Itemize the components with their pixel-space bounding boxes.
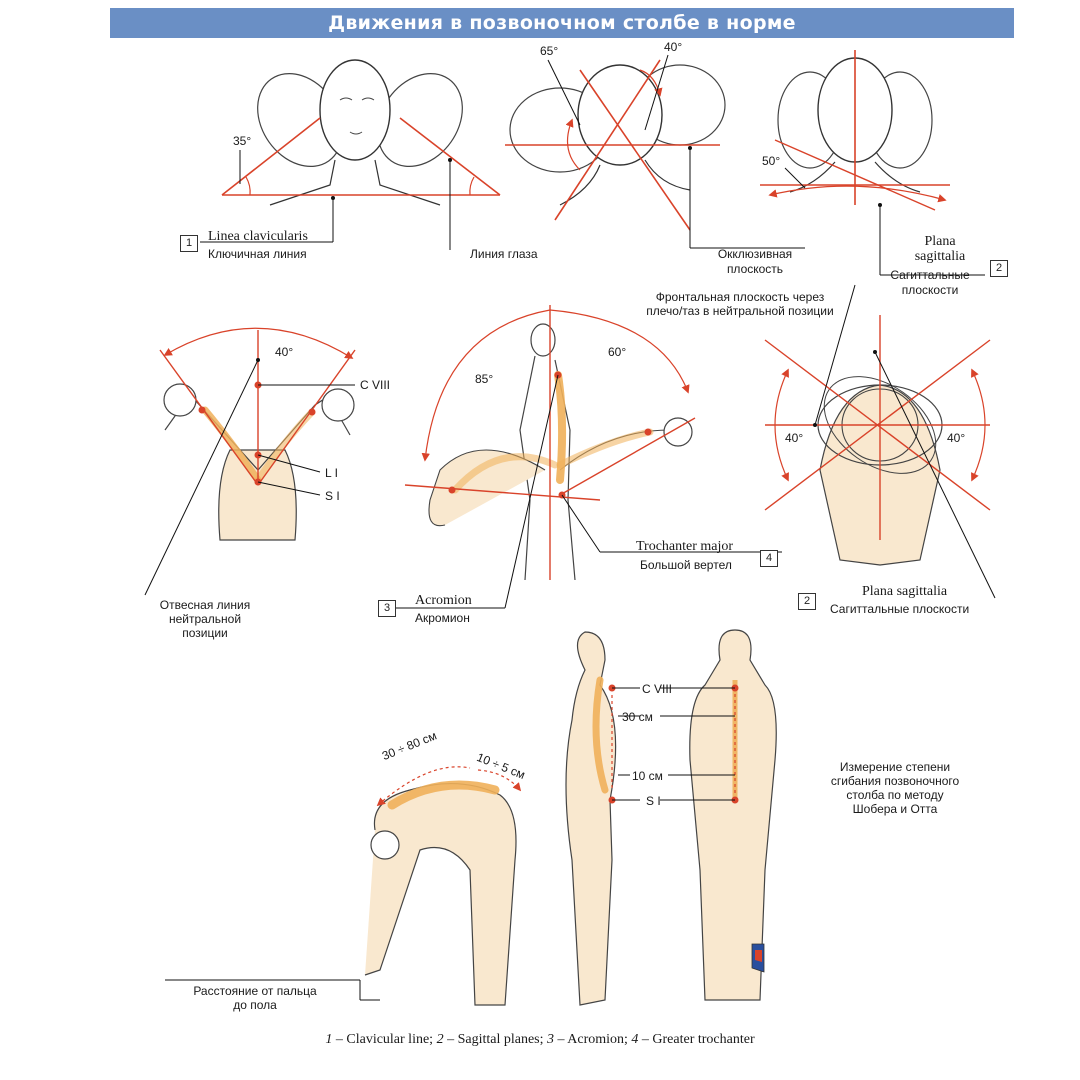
schober-s1-label: S I: [646, 794, 661, 808]
sagittal-planes-line2: плоскости: [901, 283, 959, 297]
sagittalia-label: sagittalia: [914, 249, 966, 264]
panel1-lines: [200, 117, 501, 250]
head-rotation-figure: [777, 57, 933, 193]
caption-text-3: – Acromion;: [554, 1032, 632, 1047]
caption-text-1: – Clavicular line;: [332, 1032, 437, 1047]
panel3-lines: [760, 50, 985, 276]
frontal-plane-line2: плечо/таз в нейтральной позиции: [646, 304, 834, 318]
p5-box-4: 4: [760, 550, 778, 567]
acromion-latin-label: Acromion: [415, 593, 472, 608]
acromion-label: Акромион: [415, 611, 470, 625]
p2-angle-flex: 65°: [540, 44, 559, 58]
occlusal-plane-line2: плоскость: [726, 262, 784, 276]
p4-angle-label: 40°: [275, 345, 294, 359]
head-lateral-flexion-figure: [257, 59, 463, 206]
p5-angle-ext: 60°: [608, 345, 627, 359]
p1-angle-label: 35°: [233, 134, 252, 148]
figure-caption: 1 – Clavicular line; 2 – Sagittal planes…: [0, 1032, 1080, 1048]
p2-angle-ext: 40°: [664, 40, 683, 54]
sagittal-planes-line1: Сагиттальные: [890, 268, 970, 282]
page-title: Движения в позвоночном столбе в норме: [110, 8, 1014, 38]
p3-box-2: 2: [990, 260, 1008, 277]
p6-angle-left: 40°: [785, 431, 804, 445]
trunk-lateral-flexion-figure: [163, 383, 355, 541]
clavicular-line-label: Ключичная линия: [208, 247, 307, 261]
trochanter-major-label: Trochanter major: [636, 539, 734, 554]
caption-num-3: 3: [547, 1032, 555, 1047]
p5-angle-flex: 85°: [475, 372, 494, 386]
plumb-line-line2: нейтральной: [168, 612, 242, 626]
trunk-flexion-extension-figure: [428, 323, 693, 581]
forward-bend-figure: [165, 766, 522, 1006]
standing-back-figure: [660, 629, 777, 1001]
finger-floor-line2: до пола: [233, 998, 277, 1012]
caption-num-1: 1: [325, 1032, 333, 1047]
p3-angle-label: 50°: [762, 154, 781, 168]
schober-desc-line3: столба по методу: [846, 788, 944, 802]
linea-clavicularis-label: Linea clavicularis: [208, 229, 308, 244]
schober-desc-line2: сгибания позвоночного: [830, 774, 960, 788]
c8-label: C VIII: [360, 378, 391, 392]
l1-label: L I: [325, 466, 338, 480]
greater-trochanter-label: Большой вертел: [640, 558, 732, 572]
panel6-lines: [764, 284, 996, 599]
caption-text-4: – Greater trochanter: [638, 1032, 755, 1047]
caption-num-2: 2: [436, 1032, 444, 1047]
schober-desc-line4: Шобера и Отта: [852, 802, 938, 816]
schober-30cm-label: 30 см: [622, 710, 653, 724]
plumb-line-line3: позиции: [182, 626, 228, 640]
occlusal-plane-line1: Окклюзивная: [717, 247, 793, 261]
panel4-lines: [144, 327, 356, 596]
panel2-lines: [505, 54, 805, 249]
sagittal-planes-label: Сагиттальные плоскости: [830, 602, 970, 616]
frontal-plane-line1: Фронтальная плоскость через: [655, 290, 825, 304]
caption-text-2: – Sagittal planes;: [443, 1032, 548, 1047]
standing-side-figure: [565, 631, 640, 1006]
panel5-lines: [393, 305, 782, 609]
p6-angle-right: 40°: [947, 431, 966, 445]
finger-floor-line1: Расстояние от пальца: [193, 984, 317, 998]
schober-c8-label: C VIII: [642, 682, 673, 696]
eye-line-label: Линия глаза: [470, 247, 538, 261]
plumb-line-line1: Отвесная линия: [159, 598, 251, 612]
schober-10cm-label: 10 см: [632, 769, 663, 783]
schober-desc-line1: Измерение степени: [839, 760, 951, 774]
plana-label: Plana: [924, 234, 956, 249]
p1-box-1: 1: [180, 235, 198, 252]
p6-box-2: 2: [798, 593, 816, 610]
s1-label: S I: [325, 489, 340, 503]
head-flexion-extension-figure: [509, 64, 726, 206]
p5-box-3: 3: [378, 600, 396, 617]
caption-num-4: 4: [631, 1032, 639, 1047]
plana-sagittalia-label: Plana sagittalia: [862, 584, 948, 599]
